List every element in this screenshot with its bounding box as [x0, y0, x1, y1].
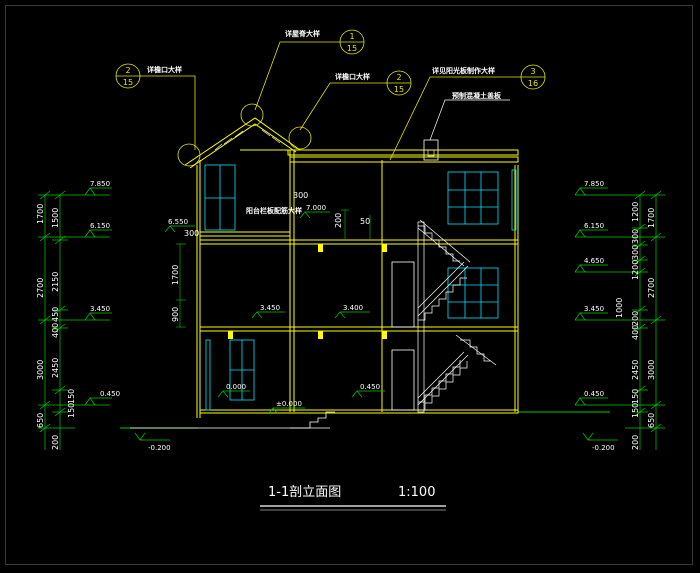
- left-inner-dim-6: 150: [67, 389, 76, 404]
- callout-eave-left-label: 详檐口大样: [147, 65, 182, 74]
- left-dimension-lines: [38, 190, 110, 450]
- callout-ridge-number: 1: [349, 32, 354, 41]
- windows: [204, 164, 517, 411]
- right-dimension-lines: [575, 190, 665, 450]
- inner-elevation-markers: [164, 211, 385, 415]
- inner-elev-3400: 3.400: [343, 304, 363, 312]
- right-inner-dim-7: 2450: [631, 360, 640, 380]
- left-inner-dim-8: 200: [51, 435, 60, 450]
- right-inner-dim-9: 150: [631, 403, 640, 418]
- callout-eave-right-number: 2: [396, 73, 401, 82]
- misc-dim-50: 50: [360, 217, 370, 226]
- callout-eave-right-label: 详檐口大样: [335, 72, 370, 81]
- left-elev-3450: 3.450: [90, 305, 110, 313]
- roof-vent: [423, 139, 439, 161]
- left-inner-dim-1: 1500: [51, 208, 60, 228]
- right-elev-3450: 3.450: [584, 305, 604, 313]
- misc-dim-1700: 1700: [171, 265, 180, 285]
- right-inner-dim-4: 300: [631, 245, 640, 260]
- right-inner-dim-2: 300: [631, 229, 640, 244]
- left-inner-dim-2: 2150: [51, 272, 60, 292]
- right-outer-dim-2: 2700: [647, 278, 656, 298]
- roof-hatch: [214, 129, 281, 151]
- inner-elev-0000: 0.000: [226, 383, 246, 391]
- right-inner-dim-8: 150: [631, 389, 640, 404]
- callout-ridge-sheet: 15: [347, 44, 357, 53]
- left-outer-dim-2: 2700: [36, 278, 45, 298]
- misc-dim-200: 200: [334, 213, 343, 228]
- entry-steps: [290, 411, 335, 429]
- right-inner-dim-5: 200: [631, 311, 640, 326]
- left-elev-6150: 6.150: [90, 222, 110, 230]
- left-elev-0450: 0.450: [100, 390, 120, 398]
- left-outer-dim-1: 1700: [36, 204, 45, 224]
- drawing-scale: 1:100: [398, 485, 435, 500]
- precast-leader: [429, 99, 510, 141]
- beam-stubs: [228, 244, 387, 339]
- left-outer-dim-4: 650: [36, 413, 45, 428]
- building-structure: [184, 117, 519, 418]
- left-inner-dim-7: 150: [67, 403, 76, 418]
- right-elev-6150: 6.150: [584, 222, 604, 230]
- right-elev-4650: 4.650: [584, 257, 604, 265]
- inner-elev-6550: 6.550: [168, 218, 188, 226]
- right-inner-dim-6: 400: [631, 325, 640, 340]
- misc-dim-300b: 300: [184, 229, 199, 238]
- mid-dim-1000: 1000: [615, 298, 624, 318]
- right-outer-dim-3: 3000: [647, 360, 656, 380]
- left-inner-dim-3: 450: [51, 307, 60, 322]
- right-inner-dim-1: 1200: [631, 202, 640, 222]
- right-outer-dim-4: 650: [647, 413, 656, 428]
- callout-eave-left-sheet: 15: [123, 78, 133, 87]
- right-elev-0450: 0.450: [584, 390, 604, 398]
- left-elev-7850: 7.850: [90, 180, 110, 188]
- inner-elev-7000: 7.000: [306, 204, 326, 212]
- balcony-note-label: 阳台栏板配筋大样: [246, 206, 302, 215]
- left-outer-dim-3: 3000: [36, 360, 45, 380]
- callout-eave-right-sheet: 15: [394, 85, 404, 94]
- callout-bubbles: [115, 29, 546, 167]
- callout-eave-left-number: 2: [125, 66, 130, 75]
- callout-skylight-label: 详见阳光板制作大样: [432, 66, 495, 75]
- callout-precast-label: 预制混凝土盖板: [452, 91, 502, 100]
- right-inner-dim-10: 200: [631, 435, 640, 450]
- right-elev-minus200: -0.200: [592, 444, 615, 452]
- drawing-title: 1-1剖立面图: [268, 485, 341, 500]
- stairs: [417, 219, 497, 413]
- left-inner-dim-5: 2450: [51, 358, 60, 378]
- inner-elev-0450: 0.450: [360, 383, 380, 391]
- inner-elev-3450: 3.450: [260, 304, 280, 312]
- left-elev-minus200: -0.200: [148, 444, 171, 452]
- callout-skylight-sheet: 16: [528, 79, 538, 88]
- callout-skylight-number: 3: [530, 67, 535, 76]
- ground-lines: [120, 411, 610, 429]
- misc-dim-300a: 300: [293, 191, 308, 200]
- misc-dim-900: 900: [171, 307, 180, 322]
- inner-dim-lines: [176, 209, 371, 328]
- right-elevation-markers: [574, 187, 618, 441]
- right-outer-dim-1: 1700: [647, 208, 656, 228]
- left-inner-dim-4: 400: [51, 323, 60, 338]
- right-elev-7850: 7.850: [584, 180, 604, 188]
- inner-elev-pm0000: ±0.000: [276, 400, 302, 408]
- callout-ridge-label: 详屋脊大样: [285, 29, 320, 38]
- right-inner-dim-3: 1200: [631, 260, 640, 280]
- left-elevation-markers: [84, 187, 170, 441]
